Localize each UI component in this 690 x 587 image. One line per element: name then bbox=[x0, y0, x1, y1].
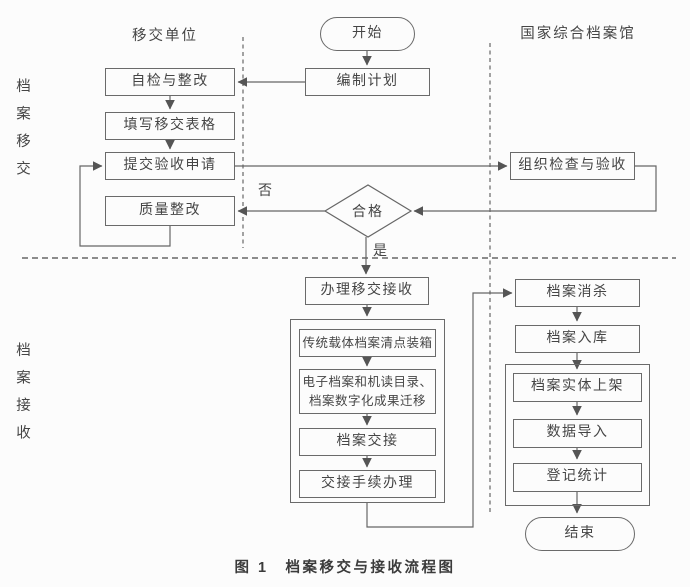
branch-label-yes: 是 bbox=[373, 244, 387, 259]
phase-label-archive-transfer: 档案移交 bbox=[14, 78, 30, 188]
node-qualified-decision: 合格 bbox=[352, 205, 384, 220]
node-traditional-pack: 传统载体档案清点装箱 bbox=[299, 329, 436, 357]
transfer-steps-group bbox=[290, 319, 445, 503]
node-handover-procedure: 交接手续办理 bbox=[299, 470, 436, 498]
node-submit-application: 提交验收申请 bbox=[105, 152, 235, 180]
node-archive-handover: 档案交接 bbox=[299, 428, 436, 456]
edge-group1-disinfect bbox=[366, 288, 513, 528]
node-inspect-accept: 组织检查与验收 bbox=[510, 152, 635, 180]
node-warehouse: 档案入库 bbox=[515, 325, 640, 353]
lane-header-national-archives: 国家综合档案馆 bbox=[520, 26, 636, 42]
node-data-import: 数据导入 bbox=[513, 419, 642, 448]
node-handle-transfer: 办理移交接收 bbox=[305, 277, 429, 305]
node-quality-rectify: 质量整改 bbox=[105, 196, 235, 226]
node-self-check: 自检与整改 bbox=[105, 68, 235, 96]
branch-label-no: 否 bbox=[258, 184, 272, 199]
figure-caption: 图 1 档案移交与接收流程图 bbox=[234, 560, 456, 576]
phase-label-archive-receive: 档案接收 bbox=[14, 342, 30, 452]
node-start: 开始 bbox=[320, 17, 415, 51]
node-register-stats: 登记统计 bbox=[513, 463, 642, 492]
node-shelve: 档案实体上架 bbox=[513, 373, 642, 402]
lane-header-transfer-unit: 移交单位 bbox=[132, 28, 198, 44]
edge-rectify-resubmit-loop bbox=[79, 161, 171, 247]
node-disinfect: 档案消杀 bbox=[515, 279, 640, 307]
node-digital-migrate: 电子档案和机读目录、档案数字化成果迁移 bbox=[299, 369, 436, 414]
node-fill-form: 填写移交表格 bbox=[105, 112, 235, 140]
node-plan: 编制计划 bbox=[305, 68, 430, 96]
edge-inspect-qualified bbox=[413, 165, 657, 216]
node-end: 结束 bbox=[525, 517, 635, 551]
receive-steps-group bbox=[505, 364, 650, 506]
decision-diamond-shape bbox=[323, 184, 413, 238]
